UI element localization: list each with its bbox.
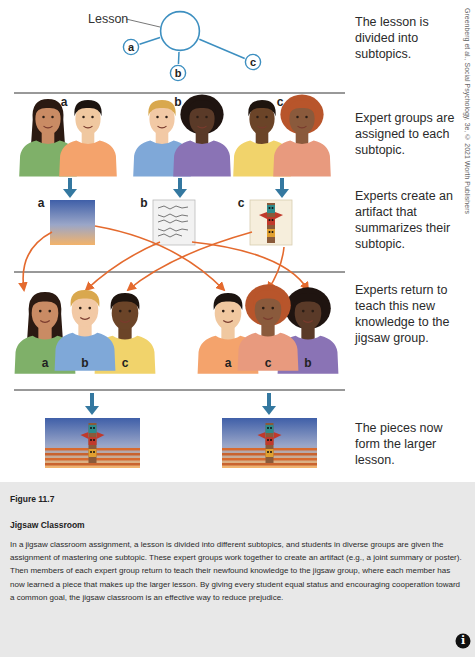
- subtopic-circle: b: [169, 64, 187, 82]
- down-arrow: [173, 178, 187, 198]
- group-letter: c: [273, 95, 287, 109]
- lesson-image: [45, 418, 140, 468]
- step-text: Experts return to teach this new knowled…: [355, 282, 459, 346]
- figure-title: Jigsaw Classroom: [10, 520, 450, 531]
- group-letter: a: [57, 95, 71, 109]
- step-text: Experts create an artifact that summariz…: [355, 188, 459, 252]
- circle-shape: [161, 12, 200, 51]
- node-text: b: [169, 64, 187, 82]
- connector-line: [140, 38, 160, 45]
- step-text: Expert groups are assigned to each subto…: [355, 110, 459, 158]
- subtopic-circle: a: [122, 38, 140, 56]
- separator: [14, 93, 345, 94]
- node-text: i: [455, 633, 471, 649]
- person: [238, 284, 299, 370]
- circle-outline: [159, 10, 201, 52]
- down-arrow: [85, 393, 99, 415]
- shirt-letter: c: [261, 356, 275, 370]
- artifact-letter: a: [34, 196, 48, 210]
- down-arrow: [275, 178, 289, 198]
- figure-number: Figure 11.7: [10, 494, 210, 505]
- shirt-letter: b: [301, 356, 315, 370]
- shirt-letter: b: [78, 356, 92, 370]
- person: [55, 290, 116, 371]
- artifact: [153, 200, 195, 245]
- leader-line: [126, 19, 160, 27]
- down-arrow: [262, 393, 276, 415]
- artifact: [250, 200, 292, 245]
- topic-circle: Lesson: [159, 10, 201, 52]
- connector-line: [178, 52, 180, 64]
- separator: [14, 272, 345, 273]
- circle-shape: [456, 634, 471, 649]
- watermark: Greenberg et al., Social Psychology, 3e,…: [463, 8, 471, 214]
- shirt-letter: a: [221, 356, 235, 370]
- artifact-letter: b: [137, 196, 151, 210]
- person: [173, 95, 231, 177]
- node-text: c: [244, 53, 262, 71]
- step-text: The lesson is divided into subtopics.: [355, 14, 459, 62]
- figure-caption: In a jigsaw classroom assignment, a less…: [10, 538, 466, 604]
- node-text: Lesson: [88, 12, 128, 26]
- step-text: The pieces now form the larger lesson.: [355, 420, 459, 468]
- artifact: [50, 200, 95, 245]
- artifact-letter: c: [234, 196, 248, 210]
- subtopic-circle: c: [244, 53, 262, 71]
- down-arrow: [63, 178, 77, 198]
- node-text: a: [122, 38, 140, 56]
- lesson-image: [222, 418, 317, 468]
- shirt-letter: a: [38, 356, 52, 370]
- group-letter: b: [171, 95, 185, 109]
- info-icon: i: [455, 633, 471, 649]
- separator: [14, 390, 345, 391]
- distribution-arrow: [23, 226, 308, 290]
- connector-line: [199, 39, 244, 58]
- person: [59, 100, 117, 177]
- person: [273, 95, 331, 177]
- shirt-letter: c: [118, 356, 132, 370]
